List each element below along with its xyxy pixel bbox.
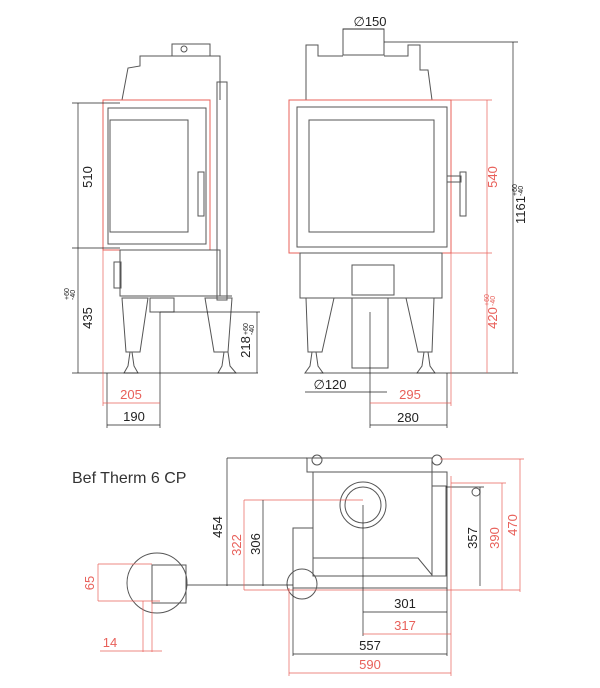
- front-leg-left: [305, 297, 335, 353]
- side-foot-left: [123, 351, 139, 374]
- dim-306: 306: [248, 533, 263, 555]
- side-frame-outline: [102, 99, 211, 251]
- plan-view: Bef Therm 6 CP 65 14 454 322 306: [72, 454, 524, 676]
- front-leg-right: [405, 297, 435, 353]
- dim-420: 420: [485, 307, 500, 329]
- front-door: [296, 106, 448, 248]
- tol-1161-minus: -40: [518, 186, 525, 196]
- dim-357: 357: [465, 527, 480, 549]
- plan-glass-corner: [313, 557, 433, 576]
- tol-218-minus: -40: [249, 325, 256, 335]
- plan-side-door: [431, 485, 447, 577]
- front-door-handle: [459, 171, 467, 217]
- dim-14: 14: [103, 635, 117, 650]
- side-foot-right: [217, 351, 238, 374]
- flue-spigot: [342, 28, 385, 56]
- tol-420-plus: +60: [484, 294, 491, 306]
- plan-corner-ring-left: [311, 454, 323, 466]
- dim-470: 470: [505, 514, 520, 536]
- front-ashpit: [299, 252, 443, 299]
- side-air-inlet: [149, 297, 175, 313]
- dim-1161: 1161: [513, 196, 528, 224]
- plan-detail-marker: [286, 568, 318, 600]
- front-foot-left: [304, 351, 324, 374]
- side-view: 510 435 +60 -40 218 +60 -40 205 190: [64, 43, 260, 428]
- dim-557: 557: [359, 638, 381, 653]
- tol-218-plus: +60: [243, 323, 250, 335]
- dim-322: 322: [229, 534, 244, 556]
- front-handle-arm: [446, 175, 462, 183]
- side-lever: [113, 261, 122, 289]
- dim-120: 120: [325, 377, 347, 392]
- dim-218: 218: [238, 336, 253, 358]
- dim-454: 454: [210, 516, 225, 538]
- front-frame-outline: [288, 99, 452, 254]
- dim-air-diameter: ∅120: [313, 377, 346, 392]
- dim-205: 205: [120, 387, 142, 402]
- side-flue-collar: [171, 43, 211, 57]
- plan-corner-ring-right: [431, 454, 443, 466]
- front-body-top: [305, 44, 433, 101]
- tol-420-minus: -40: [490, 296, 497, 306]
- side-ashpit: [119, 249, 221, 297]
- front-glass: [308, 119, 435, 233]
- side-rear-panel: [216, 81, 228, 301]
- side-door: [107, 107, 207, 245]
- dim-317: 317: [394, 618, 416, 633]
- dim-65: 65: [82, 576, 97, 590]
- model-title: Bef Therm 6 CP: [72, 470, 186, 487]
- dim-435: 435: [80, 307, 95, 329]
- diameter-symbol: ∅: [353, 14, 364, 29]
- side-body-top: [121, 55, 221, 101]
- plan-handle: [471, 487, 481, 497]
- dim-301: 301: [394, 596, 416, 611]
- side-glass: [109, 119, 189, 233]
- side-flue-ring: [180, 45, 188, 53]
- detail-magnifier: [126, 552, 188, 614]
- dim-590: 590: [359, 657, 381, 672]
- dim-540: 540: [485, 166, 500, 188]
- dim-280: 280: [397, 410, 419, 425]
- side-leg-left: [121, 297, 149, 353]
- dim-190: 190: [123, 409, 145, 424]
- detail-frame-edge: [151, 564, 187, 604]
- front-view: ∅150 1161 +60 -40 540 420 +60 -40 ∅120 2…: [288, 14, 528, 428]
- dim-510: 510: [80, 166, 95, 188]
- dim-150: 150: [365, 14, 387, 29]
- tol-435-plus: +60: [64, 288, 71, 300]
- side-leg-right: [204, 297, 233, 353]
- air-control-box: [351, 264, 395, 296]
- tol-1161-plus: +60: [512, 184, 519, 196]
- dim-390: 390: [487, 527, 502, 549]
- tol-435-minus: -40: [70, 290, 77, 300]
- side-door-handle: [197, 171, 205, 217]
- front-foot-right: [416, 351, 436, 374]
- diameter-symbol: ∅: [313, 377, 324, 392]
- dim-flue-diameter: ∅150: [353, 14, 386, 29]
- dim-295: 295: [399, 387, 421, 402]
